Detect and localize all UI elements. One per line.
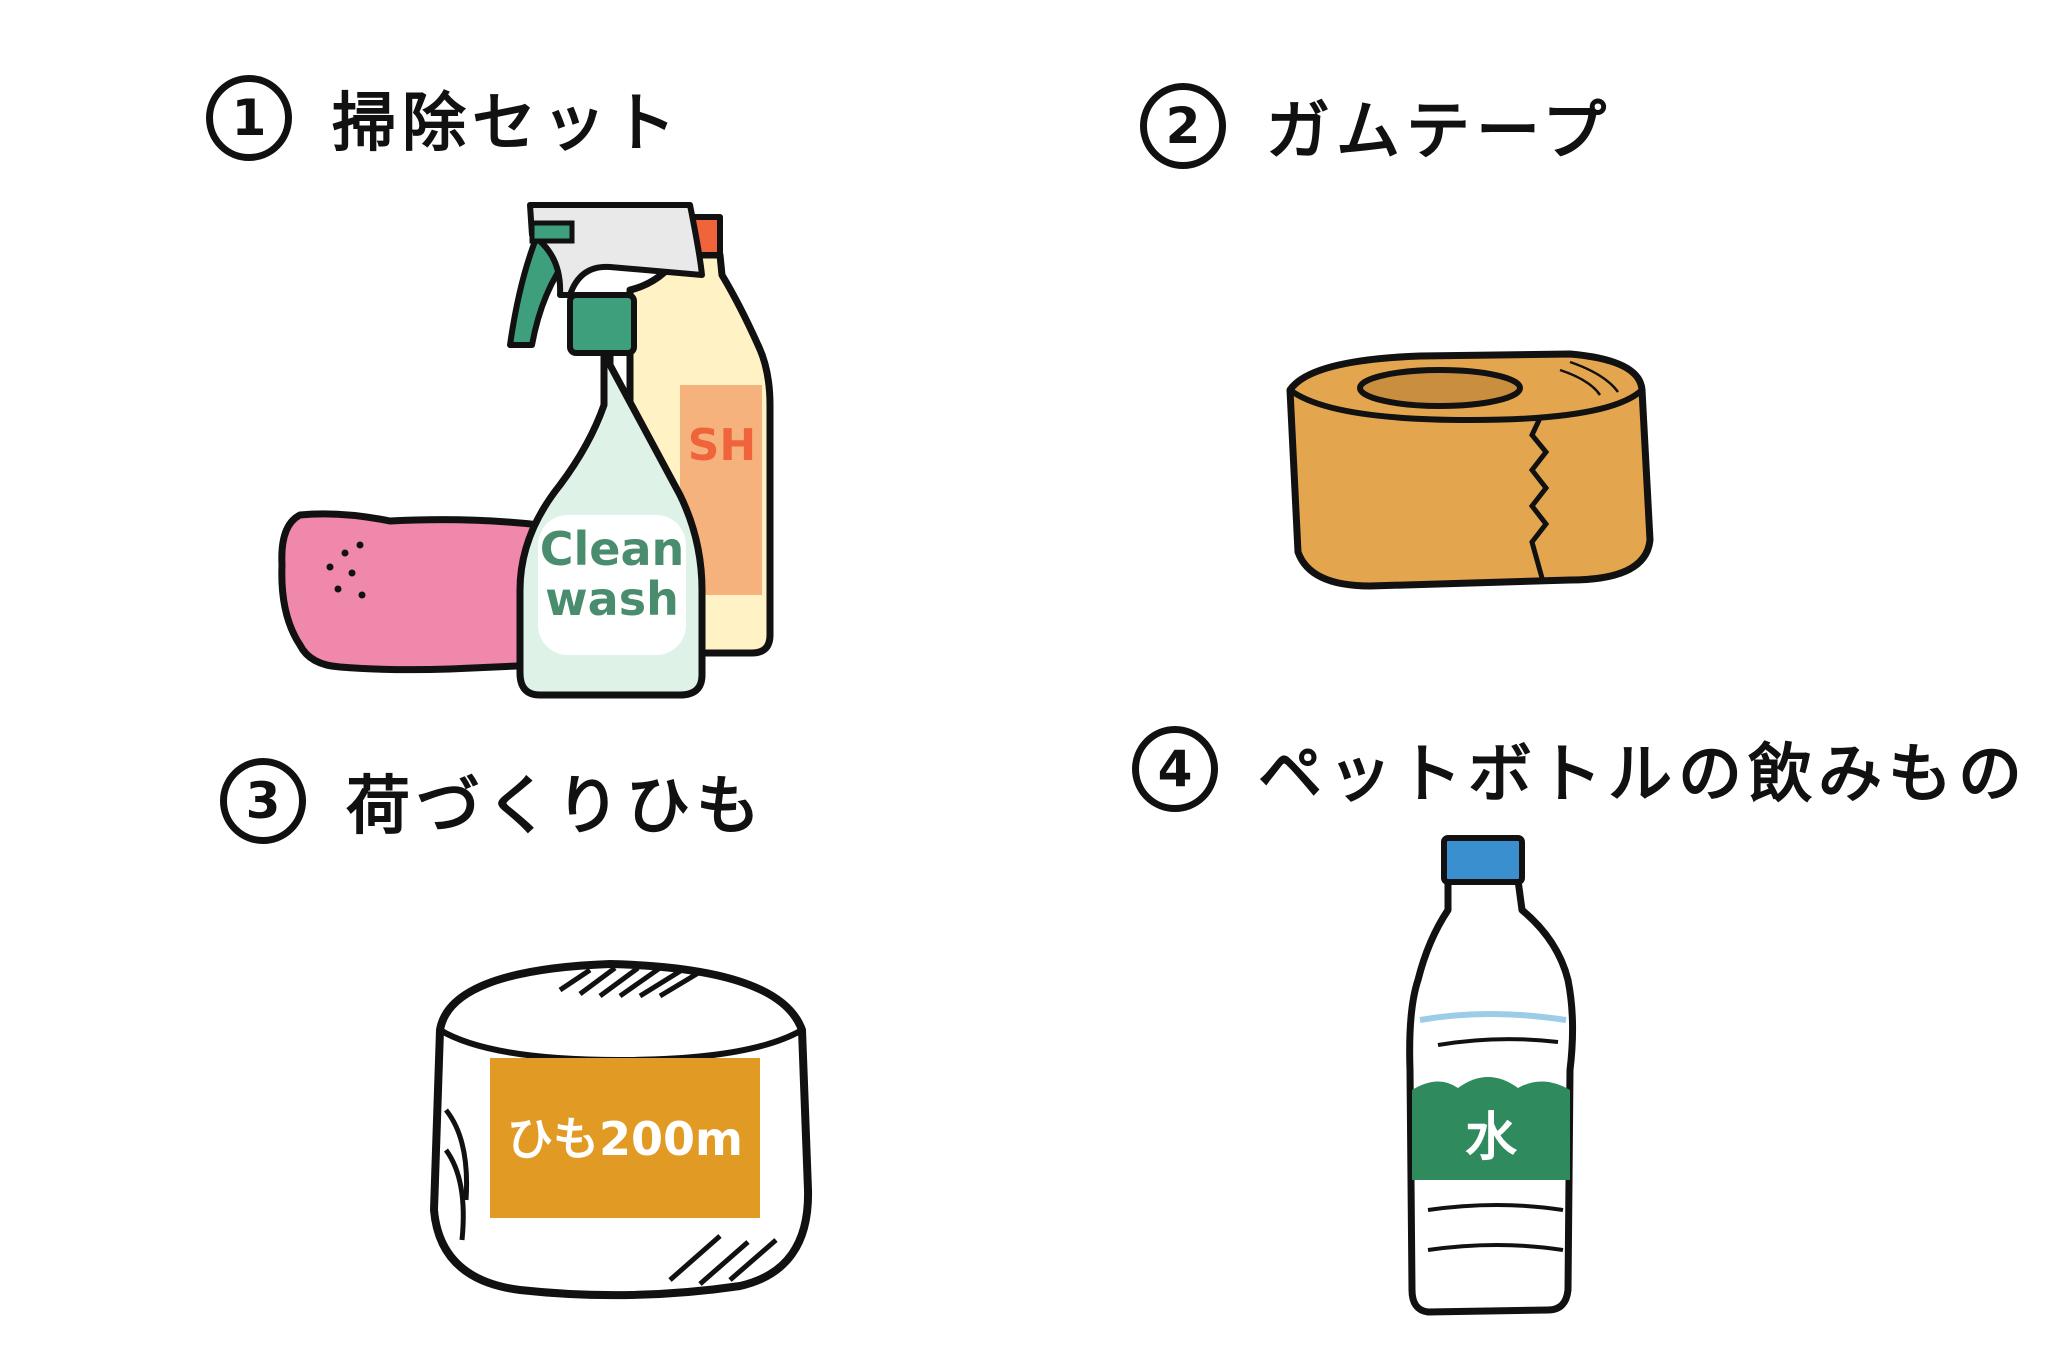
item-1-number-circle: 1 <box>206 75 292 161</box>
item-2-title: 2 ガムテープ <box>1140 80 1612 172</box>
twine-label-patch <box>490 1058 760 1218</box>
item-2-label: ガムテープ <box>1266 95 1613 169</box>
item-4-number: 4 <box>1157 740 1193 798</box>
twine-label-text: ひも200m <box>507 1112 743 1166</box>
tape-roll-icon <box>1286 350 1654 590</box>
spray-label-patch <box>538 515 686 655</box>
item-4-label: ペットボトルの飲みもの <box>1258 738 2028 812</box>
item-3-label: 荷づくりひも <box>346 770 766 844</box>
water-bottle-illustration: 水 <box>1406 835 1577 1316</box>
bottle-label-text: 水 <box>1465 1108 1518 1168</box>
item-3-number-circle: 3 <box>220 758 306 844</box>
item-3-title: 3 荷づくりひも <box>220 755 766 847</box>
bottle-band-icon <box>1412 1077 1570 1180</box>
spray-label-line2: wash <box>545 572 679 626</box>
item-1-label: 掃除セット <box>332 87 682 161</box>
item-4-title: 4 ペットボトルの飲みもの <box>1132 723 2028 815</box>
spray-label-line1: Clean <box>540 522 685 576</box>
spray-neck-icon <box>567 292 637 356</box>
item-2-number: 2 <box>1165 97 1201 155</box>
item-1-title: 1 掃除セット <box>206 72 682 164</box>
tape-hole-icon <box>1357 367 1523 409</box>
twine-illustration: ひも200m <box>430 960 813 1300</box>
packing-tape-illustration <box>1286 350 1654 590</box>
towel-icon <box>278 510 544 674</box>
bottle-cap-icon <box>1441 835 1525 885</box>
cleaning-set-illustration: SH Clean wash <box>278 202 774 699</box>
item-2-number-circle: 2 <box>1140 83 1226 169</box>
item-4-number-circle: 4 <box>1132 726 1218 812</box>
detergent-label-text: SH <box>688 420 757 471</box>
item-1-number: 1 <box>231 89 267 147</box>
item-3-number: 3 <box>245 772 281 830</box>
